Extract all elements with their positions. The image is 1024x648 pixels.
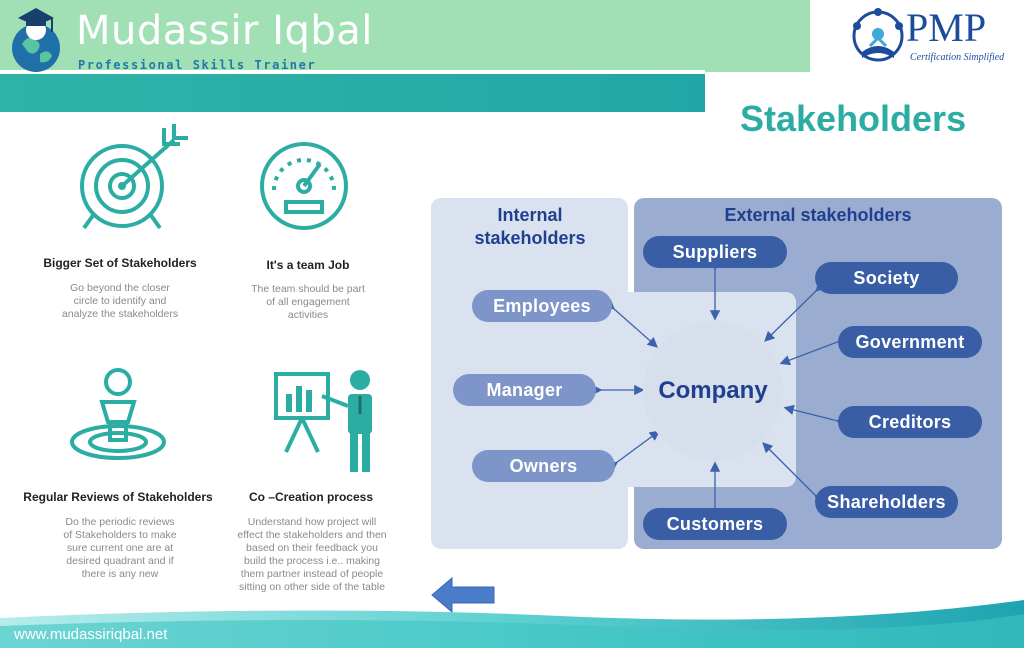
arrow-shareholders	[762, 442, 826, 506]
feature-desc-line: activities	[287, 309, 329, 321]
brand-tagline: Professional Skills Trainer	[78, 58, 317, 72]
node-government: Government	[838, 326, 982, 358]
header-teal-band	[0, 70, 705, 112]
footer-wave	[0, 600, 1024, 648]
person-on-target-icon	[70, 368, 166, 460]
header-banner	[0, 0, 810, 72]
header-white-curve	[705, 72, 1024, 112]
pmp-logo-text: PMP	[906, 5, 987, 50]
feature-description: Do the periodic reviews of Stakeholders …	[30, 516, 210, 581]
feature-title: It's a team Job	[266, 258, 350, 272]
node-suppliers: Suppliers	[643, 236, 787, 268]
pmp-logo-icon	[852, 8, 904, 62]
feature-desc-line: of Stakeholders to make	[63, 529, 177, 541]
feature-desc-line: desired quadrant and if	[66, 555, 174, 567]
arrow-owners	[606, 430, 661, 472]
internal-label-line: Internal	[497, 205, 563, 225]
pmp-logo-tagline: Certification Simplified	[910, 52, 1005, 63]
feature-desc-line: sure current one are at	[66, 542, 174, 554]
internal-label: Internal stakeholders	[440, 204, 620, 250]
graduate-globe-icon	[12, 8, 60, 72]
arrow-society	[764, 280, 827, 342]
target-arrow-icon	[80, 124, 188, 230]
brand-name: Mudassir Iqbal	[76, 8, 373, 54]
feature-desc-line: sitting on other side of the table	[239, 581, 385, 593]
node-manager: Manager	[453, 374, 596, 406]
feature-desc-line: The team should be part	[251, 283, 365, 295]
feature-desc-line: based on their feedback you	[246, 542, 378, 554]
feature-desc-line: of all engagement	[266, 296, 350, 308]
feature-title: Regular Reviews of Stakeholders	[23, 490, 213, 504]
footer-url[interactable]: www.mudassiriqbal.net	[14, 626, 168, 643]
connector-arrows	[592, 260, 850, 517]
feature-desc-line: build the process i.e.. making	[244, 555, 380, 567]
feature-title: Co –Creation process	[248, 490, 374, 504]
external-label: External stakeholders	[724, 205, 912, 225]
back-arrow-icon[interactable]	[430, 576, 496, 614]
feature-description: Go beyond the closer circle to identify …	[30, 282, 210, 321]
arrow-employees	[603, 298, 658, 348]
node-employees: Employees	[472, 290, 612, 322]
node-society: Society	[815, 262, 958, 294]
feature-desc-line: there is any new	[81, 568, 159, 580]
internal-label-line: stakeholders	[474, 228, 586, 248]
feature-description: The team should be part of all engagemen…	[218, 283, 398, 322]
company-node: Company	[643, 321, 783, 461]
feature-desc-line: Understand how project will	[247, 516, 377, 528]
arrow-creditors	[783, 404, 847, 428]
node-owners: Owners	[472, 450, 615, 482]
feature-desc-line: Do the periodic reviews	[65, 516, 175, 528]
feature-desc-line: circle to identify and	[73, 295, 167, 307]
node-creditors: Creditors	[838, 406, 982, 438]
feature-desc-line: analyze the stakeholders	[61, 308, 179, 320]
arrow-government	[779, 333, 850, 366]
internal-panel	[431, 198, 628, 549]
gauge-icon	[260, 142, 348, 230]
feature-desc-line: them partner instead of people	[240, 568, 384, 580]
node-shareholders: Shareholders	[815, 486, 958, 518]
feature-desc-line: effect the stakeholders and then	[237, 529, 387, 541]
node-customers: Customers	[643, 508, 787, 540]
page-title: Stakeholders	[740, 98, 967, 139]
feature-desc-line: Go beyond the closer	[70, 282, 170, 294]
presenter-board-icon	[274, 370, 372, 472]
feature-title: Bigger Set of Stakeholders	[43, 256, 197, 270]
feature-description: Understand how project will effect the s…	[226, 516, 398, 594]
